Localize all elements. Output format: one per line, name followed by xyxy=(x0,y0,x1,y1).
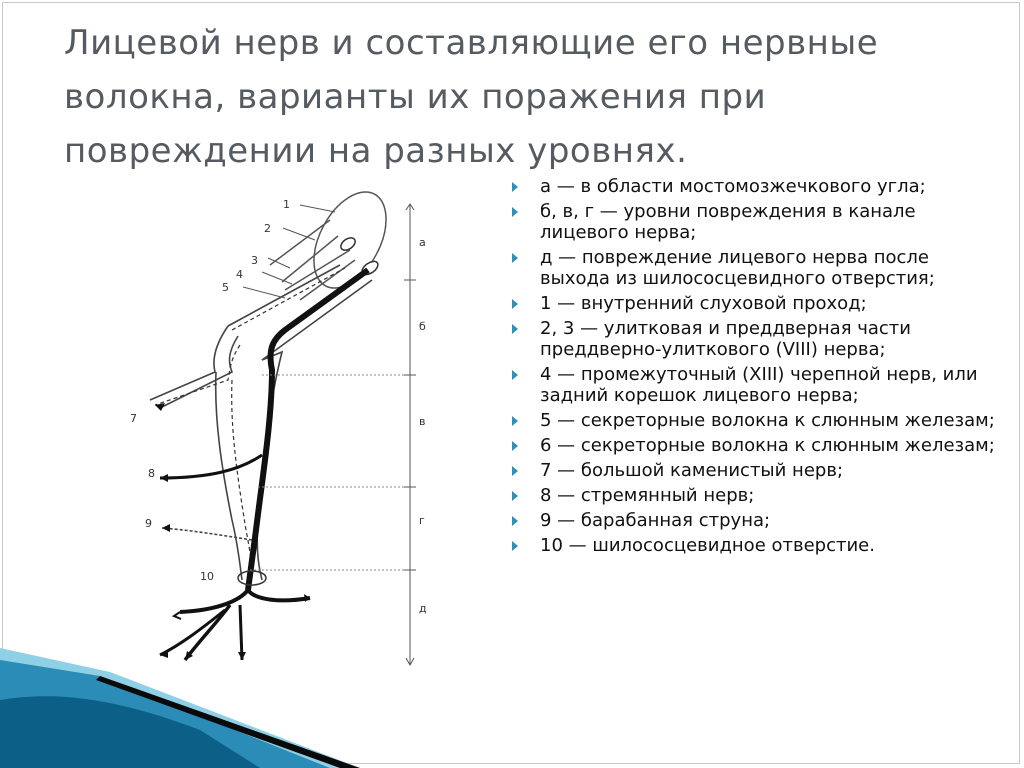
bullet-arrow-icon xyxy=(512,441,518,451)
legend-text: 4 — промежуточный (XIII) черепной нерв, … xyxy=(540,364,978,406)
legend-item: 7 — большой каменистый нерв; xyxy=(510,460,1000,481)
legend-item: 9 — барабанная струна; xyxy=(510,510,1000,531)
arrow-icon xyxy=(160,474,168,482)
legend-item: б, в, г — уровни повреждения в канале ли… xyxy=(510,201,1000,243)
arrow-icon xyxy=(405,657,415,667)
arrow-icon xyxy=(405,203,415,211)
label-5: 5 xyxy=(222,281,229,294)
arrow-icon xyxy=(304,594,310,602)
terminal-branch xyxy=(238,604,244,661)
arrow-icon xyxy=(155,403,165,411)
label-1: 1 xyxy=(283,198,290,211)
label-4: 4 xyxy=(236,268,243,281)
canal-wall xyxy=(214,371,243,581)
nerve-cut-end xyxy=(340,237,356,251)
bullet-arrow-icon xyxy=(512,491,518,501)
label-9: 9 xyxy=(145,517,152,530)
legend-item: 10 — шилососцевидное отверстие. xyxy=(510,535,1000,556)
legend-text: 1 — внутренний слуховой проход; xyxy=(540,293,867,314)
slide-title: Лицевой нерв и составляющие его нервные … xyxy=(64,23,879,171)
legend-text: а — в области мостомозжечкового угла; xyxy=(540,176,926,197)
legend-text: 9 — барабанная струна; xyxy=(540,510,771,531)
stapedial-nerve xyxy=(159,453,263,480)
legend-item: 4 — промежуточный (XIII) черепной нерв, … xyxy=(510,364,1000,406)
arrow-icon xyxy=(162,524,170,532)
level-g: г xyxy=(419,514,425,527)
bullet-arrow-icon xyxy=(512,299,518,309)
legend-text: 6 — секреторные волокна к слюнным железа… xyxy=(540,435,995,456)
canal-wall xyxy=(159,335,239,409)
label-8: 8 xyxy=(148,467,155,480)
label-2: 2 xyxy=(264,222,271,235)
legend-item: 5 — секреторные волокна к слюнным железа… xyxy=(510,410,1000,431)
legend-text: 5 — секреторные волокна к слюнным железа… xyxy=(540,410,995,431)
legend-item: д — повреждение лицевого нерва после вых… xyxy=(510,247,1000,289)
bullet-arrow-icon xyxy=(512,324,518,334)
legend-list: а — в области мостомозжечкового угла; б,… xyxy=(510,176,1000,560)
bullet-arrow-icon xyxy=(512,516,518,526)
level-b: б xyxy=(419,320,426,333)
bullet-arrow-icon xyxy=(512,416,518,426)
label-7: 7 xyxy=(130,412,137,425)
bullet-arrow-icon xyxy=(512,207,518,217)
chorda-tympani xyxy=(161,527,253,541)
intermediate-nerve xyxy=(284,249,356,301)
facial-nerve-trunk xyxy=(245,267,370,591)
level-a: а xyxy=(419,236,426,249)
stylomastoid-foramen xyxy=(237,570,267,586)
label-3: 3 xyxy=(251,254,258,267)
label-10: 10 xyxy=(200,570,214,583)
legend-text: 10 — шилососцевидное отверстие. xyxy=(540,535,875,556)
bullet-arrow-icon xyxy=(512,253,518,263)
vestibulocochlear-nerve xyxy=(269,219,339,283)
legend-item: 8 — стремянный нерв; xyxy=(510,485,1000,506)
facial-nerve-diagram: 1 2 3 4 5 7 8 9 10 а б в г д xyxy=(130,191,427,667)
legend-text: 2, 3 — улитковая и преддверная части пре… xyxy=(540,318,911,360)
legend-item: 1 — внутренний слуховой проход; xyxy=(510,293,1000,314)
canal-wall xyxy=(227,264,373,361)
legend-text: 8 — стремянный нерв; xyxy=(540,485,755,506)
terminal-branch xyxy=(246,588,311,603)
arrow-icon xyxy=(238,652,246,660)
legend-item: а — в области мостомозжечкового угла; xyxy=(510,176,1000,197)
canal-wall xyxy=(149,325,229,401)
legend-text: б, в, г — уровни повреждения в канале ли… xyxy=(540,201,916,243)
bullet-arrow-icon xyxy=(512,541,518,551)
bullet-arrow-icon xyxy=(512,466,518,476)
level-ticks xyxy=(404,279,416,571)
level-d: д xyxy=(419,602,427,615)
leader-lines xyxy=(242,204,336,299)
level-dividers xyxy=(250,374,410,571)
legend-item: 2, 3 — улитковая и преддверная части пре… xyxy=(510,318,1000,360)
auditory-canal-outline xyxy=(313,191,387,289)
arrow-icon xyxy=(171,611,182,620)
legend-text: 7 — большой каменистый нерв; xyxy=(540,460,844,481)
legend-item: 6 — секреторные волокна к слюнным железа… xyxy=(510,435,1000,456)
sensory-fibres xyxy=(231,379,253,579)
bullet-arrow-icon xyxy=(512,370,518,380)
legend-text: д — повреждение лицевого нерва после вых… xyxy=(540,247,935,289)
terminal-branch xyxy=(179,588,250,614)
bullet-arrow-icon xyxy=(512,182,518,192)
secretory-fibres xyxy=(154,267,346,406)
level-v: в xyxy=(419,415,425,428)
